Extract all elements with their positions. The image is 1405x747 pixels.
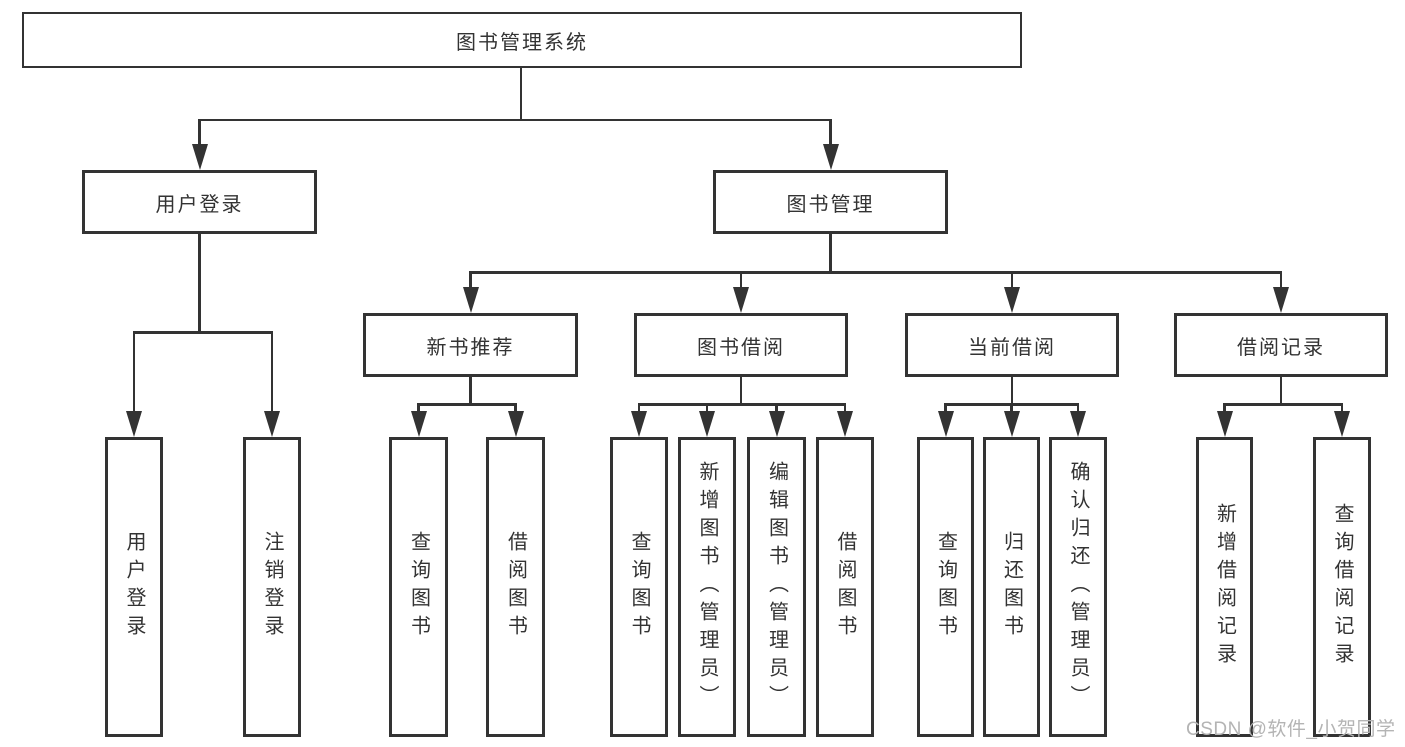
leaf-add-borrow-record: 新增借阅记录 [1196, 437, 1253, 737]
leaf-return-books: 归还图书 [983, 437, 1040, 737]
connector-line [1279, 271, 1283, 289]
connector-current-stem [1010, 377, 1014, 404]
arrow-down-icon [1003, 411, 1020, 437]
leaf-label: 借阅图书 [504, 531, 527, 643]
node-label: 新书推荐 [426, 336, 515, 359]
connector-records-branch [1223, 403, 1344, 406]
leaf-label: 用户登录 [123, 531, 145, 643]
leaf-label: 查询图书 [407, 531, 430, 643]
node-label: 当前借阅 [968, 336, 1056, 359]
leaf-query-borrow-record: 查询借阅记录 [1313, 437, 1371, 737]
leaf-user-login: 用户登录 [105, 437, 163, 737]
connector-line [637, 403, 641, 415]
leaf-label: 确认归还（管理员） [1067, 461, 1089, 713]
leaf-label: 归还图书 [1000, 531, 1023, 643]
connector-line [1010, 271, 1014, 289]
node-label: 图书管理 [786, 193, 875, 216]
connector-line [1340, 403, 1344, 415]
connector-recommend-branch [417, 403, 516, 406]
connector-root-stem [519, 68, 523, 119]
connector-line [417, 403, 420, 415]
arrow-down-icon [1004, 287, 1020, 313]
node-user-login: 用户登录 [82, 170, 317, 234]
node-root-system: 图书管理系统 [22, 12, 1022, 68]
connector-line [469, 271, 472, 289]
arrow-down-icon [768, 411, 785, 437]
connector-line [1223, 403, 1226, 415]
csdn-watermark: CSDN @软件_小贺同学 [1186, 719, 1396, 740]
arrow-down-icon [1216, 411, 1233, 437]
leaf-logout: 注销登录 [243, 437, 301, 737]
connector-line [514, 403, 517, 415]
leaf-confirm-return-admin: 确认归还（管理员） [1049, 437, 1107, 737]
connector-line [739, 271, 743, 289]
arrow-down-icon [1334, 411, 1350, 437]
connector-line [829, 118, 832, 148]
node-book-borrowing: 图书借阅 [634, 313, 848, 377]
connector-line [843, 403, 847, 415]
arrow-down-icon [462, 287, 479, 313]
arrow-down-icon [631, 411, 647, 437]
leaf-query-books-current: 查询图书 [917, 437, 974, 737]
connector-line [1076, 403, 1080, 415]
connector-level2-branch [198, 118, 831, 121]
leaf-label: 注销登录 [261, 531, 283, 643]
leaf-add-books-admin: 新增图书（管理员） [678, 437, 736, 737]
connector-line [775, 403, 778, 415]
leaf-label: 编辑图书（管理员） [765, 461, 788, 713]
leaf-query-books-recommend: 查询图书 [389, 437, 448, 737]
arrow-down-icon [937, 411, 954, 437]
node-new-book-recommendation: 新书推荐 [363, 313, 578, 377]
connector-user-login-stem [198, 234, 201, 332]
leaf-borrow-books-recommend: 借阅图书 [486, 437, 545, 737]
leaf-label: 查询图书 [628, 531, 650, 643]
arrow-down-icon [1273, 287, 1289, 313]
leaf-label: 查询借阅记录 [1331, 503, 1353, 671]
node-label: 用户登录 [155, 193, 244, 216]
leaf-label: 查询图书 [934, 531, 957, 643]
connector-level3-branch [469, 271, 1283, 274]
node-label: 图书借阅 [697, 336, 785, 359]
arrow-down-icon [699, 411, 715, 437]
arrow-down-icon [264, 411, 280, 437]
node-borrowing-records: 借阅记录 [1174, 313, 1388, 377]
node-book-management: 图书管理 [713, 170, 948, 234]
leaf-label: 新增图书（管理员） [696, 461, 718, 713]
node-label: 借阅记录 [1237, 336, 1325, 359]
connector-borrowing-branch [637, 403, 847, 406]
connector-records-stem [1279, 377, 1283, 404]
arrow-down-icon [410, 411, 427, 437]
connector-line [944, 403, 947, 415]
leaf-label: 借阅图书 [834, 531, 856, 643]
connector-recommend-stem [469, 377, 472, 404]
connector-user-login-branch [132, 331, 274, 334]
node-label: 图书管理系统 [456, 31, 588, 54]
leaf-borrow-books: 借阅图书 [816, 437, 874, 737]
leaf-label: 新增借阅记录 [1213, 503, 1236, 671]
arrow-down-icon [837, 411, 853, 437]
node-current-borrowing: 当前借阅 [905, 313, 1119, 377]
arrow-down-icon [822, 144, 839, 170]
arrow-down-icon [733, 287, 749, 313]
connector-book-mgmt-stem [829, 234, 832, 272]
connector-line [705, 403, 709, 415]
connector-line [270, 331, 274, 413]
arrow-down-icon [507, 411, 524, 437]
connector-line [198, 118, 201, 148]
connector-line [1010, 403, 1013, 415]
arrow-down-icon [126, 411, 142, 437]
connector-line [132, 331, 136, 413]
arrow-down-icon [1070, 411, 1086, 437]
arrow-down-icon [191, 144, 208, 170]
connector-borrowing-stem [739, 377, 743, 404]
leaf-edit-books-admin: 编辑图书（管理员） [747, 437, 806, 737]
leaf-query-books-borrowing: 查询图书 [610, 437, 668, 737]
